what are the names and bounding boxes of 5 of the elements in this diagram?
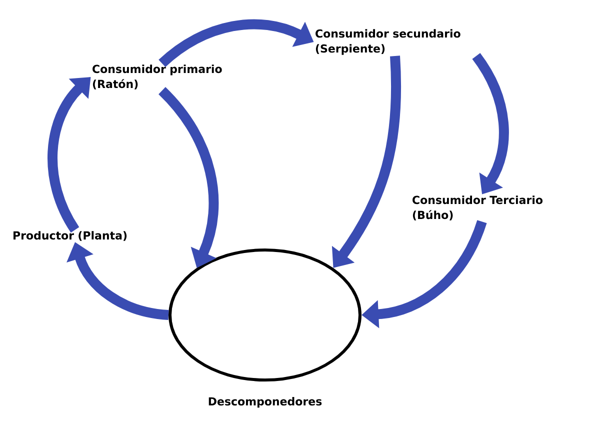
label-text: Productor (Planta) xyxy=(14,231,127,241)
label-text: Consumidor primario (Ratón) xyxy=(92,64,222,90)
label-text: Consumidor Terciario (Búho) xyxy=(412,196,543,220)
node-label: Descomponedores xyxy=(208,397,322,408)
label-text: Consumidor secundario (Serpiente) xyxy=(316,29,460,55)
